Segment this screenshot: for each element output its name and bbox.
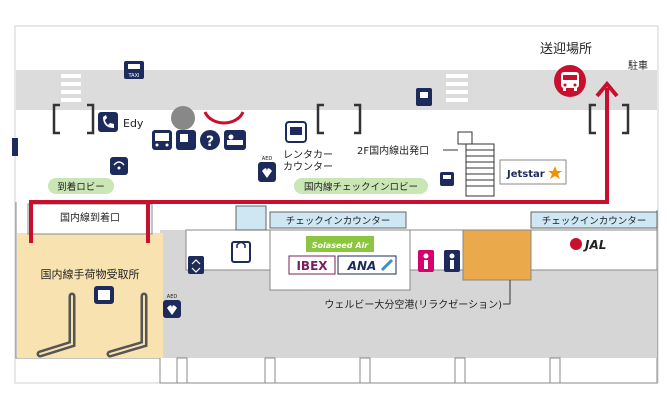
departure-2f-label: 2F国内線出発口 <box>357 144 429 157</box>
counter-block <box>235 205 267 231</box>
solaseed-text: Solaseed Air <box>312 241 369 250</box>
rental-car-icon <box>285 121 307 143</box>
shuttle-icon <box>152 130 172 150</box>
arrival-gate-label: 国内線到着口 <box>60 211 120 224</box>
restroom-male-icon <box>444 250 460 272</box>
relaxation-label: ウェルビー大分空港(リラクゼーション) <box>324 298 502 311</box>
pickup-area-label: 送迎場所 <box>540 42 592 57</box>
ana-stripe <box>380 258 394 272</box>
route-line <box>29 88 609 243</box>
elevator-room-icon <box>188 256 204 274</box>
bus-icon <box>554 65 586 97</box>
aed-icon-bottom <box>163 300 181 318</box>
checkin-counter-1-label: チェックインカウンター <box>286 216 391 227</box>
jetstar-logo: Jetstar <box>499 159 567 185</box>
checkin-counter-2 <box>530 211 658 229</box>
relaxation-area <box>462 229 532 281</box>
lodging-icon <box>224 130 246 150</box>
crosswalk-left <box>61 74 81 102</box>
edy-label: Edy <box>123 117 144 130</box>
aed-icon-top <box>258 162 276 182</box>
arrival-gate-corridor <box>27 203 153 235</box>
aed-bottom-label: AED <box>167 294 178 300</box>
ana-text: ANA <box>347 259 377 273</box>
route-arrowhead <box>595 80 619 98</box>
parking-label: 駐車 <box>628 59 648 72</box>
room-jal <box>530 229 658 271</box>
bus-stop-icon <box>416 88 432 106</box>
rental-car-label-2: カウンター <box>283 161 333 173</box>
checkin-lobby-label: 国内線チェックインロビー <box>304 181 418 193</box>
entrance-door-arc <box>203 111 245 125</box>
baggage-icon <box>94 286 114 304</box>
checkin-counter-2-label: チェックインカウンター <box>542 216 647 227</box>
jal-logo: JAL <box>570 238 606 252</box>
ticket-machine-icon <box>440 172 454 186</box>
aed-top-label: AED <box>262 156 273 162</box>
svg-text:?: ? <box>206 134 214 150</box>
svg-text:Jetstar: Jetstar <box>506 169 545 180</box>
crosswalk-right <box>446 74 468 102</box>
svg-text:TAXI: TAXI <box>128 73 140 79</box>
baggage-carousel-inner <box>39 295 145 355</box>
checkin-counter-1 <box>269 211 407 229</box>
rental-car-label-1: レンタカー <box>283 149 333 161</box>
arrival-lobby-label: 到着ロビー <box>57 181 105 193</box>
locker-icon <box>176 130 196 150</box>
solaseed-logo <box>306 236 374 252</box>
road <box>16 70 657 110</box>
restroom-female-icon <box>418 250 434 272</box>
baggage-claim-area <box>17 233 163 358</box>
elevator-icon <box>171 106 195 130</box>
checkin-lobby-pill <box>294 178 428 194</box>
ibex-logo <box>288 255 336 275</box>
wifi-icon <box>110 157 128 175</box>
ibex-text: IBEX <box>296 259 328 273</box>
info-question-icon: ? <box>200 130 220 150</box>
phone-icon <box>98 112 118 132</box>
svg-text:JAL: JAL <box>583 238 606 252</box>
entrance-brackets <box>52 103 630 135</box>
arrival-lobby-pill <box>48 178 114 194</box>
shop-bag-icon <box>231 241 251 263</box>
baggage-claim-label: 国内線手荷物受取所 <box>41 267 140 281</box>
edge-icon <box>12 138 18 156</box>
escalator <box>457 131 495 197</box>
taxi-icon: TAXI <box>124 61 144 79</box>
